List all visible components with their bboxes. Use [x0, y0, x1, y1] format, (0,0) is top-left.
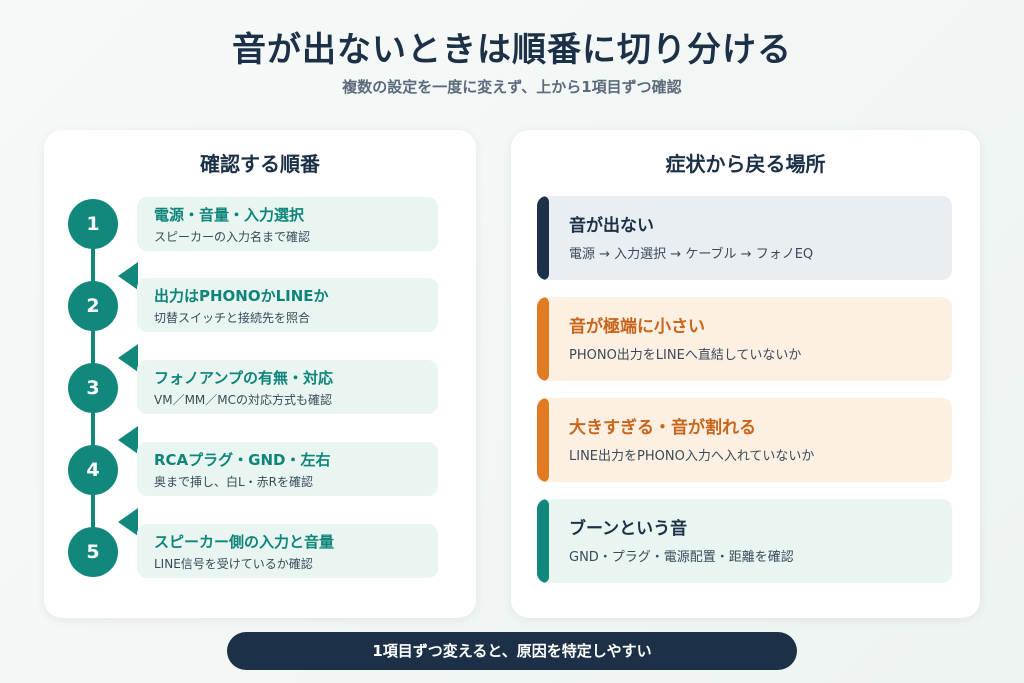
- step-number-1: 1: [68, 199, 118, 249]
- symptom-title: ブーンという音: [569, 519, 688, 539]
- step-connector: [91, 248, 95, 284]
- arrow-left-icon: [118, 508, 138, 536]
- symptom-accent-bar: [537, 196, 549, 280]
- step-card-1: 電源・音量・入力選択 スピーカーの入力名まで確認: [137, 197, 438, 251]
- step-card-2: 出力はPHONOかLINEか 切替スイッチと接続先を照合: [137, 278, 438, 332]
- symptom-accent-bar: [537, 297, 549, 381]
- page-subtitle: 複数の設定を一度に変えず、上から1項目ずつ確認: [342, 78, 682, 96]
- step-number-4: 4: [68, 445, 118, 495]
- arrow-left-icon: [118, 262, 138, 290]
- step-desc: VM／MM／MCの対応方式も確認: [154, 393, 333, 407]
- arrow-left-icon: [118, 426, 138, 454]
- step-connector: [91, 412, 95, 448]
- symptom-card-too-quiet: 音が極端に小さい PHONO出力をLINEへ直結していないか: [537, 297, 952, 381]
- step-desc: LINE信号を受けているか確認: [154, 557, 313, 571]
- symptom-card-hum: ブーンという音 GND・プラグ・電源配置・距離を確認: [537, 499, 952, 583]
- symptom-card-no-sound: 音が出ない 電源 → 入力選択 → ケーブル → フォノEQ: [537, 196, 952, 280]
- symptom-panel: 症状から戻る場所 音が出ない 電源 → 入力選択 → ケーブル → フォノEQ …: [511, 130, 980, 618]
- step-desc: スピーカーの入力名まで確認: [154, 230, 311, 244]
- check-order-heading: 確認する順番: [200, 152, 320, 176]
- step-title: RCAプラグ・GND・左右: [154, 451, 331, 469]
- page-title: 音が出ないときは順番に切り分ける: [232, 30, 792, 70]
- symptom-heading: 症状から戻る場所: [665, 152, 826, 176]
- symptom-route: LINE出力をPHONO入力へ入れていないか: [569, 449, 815, 464]
- footer-tip: 1項目ずつ変えると、原因を特定しやすい: [227, 632, 797, 670]
- symptom-accent-bar: [537, 398, 549, 482]
- symptom-accent-bar: [537, 499, 549, 583]
- step-number-3: 3: [68, 363, 118, 413]
- check-order-panel: 確認する順番 1 電源・音量・入力選択 スピーカーの入力名まで確認 2 出力はP…: [44, 130, 476, 618]
- step-desc: 切替スイッチと接続先を照合: [154, 311, 311, 325]
- symptom-title: 音が極端に小さい: [569, 317, 705, 337]
- arrow-left-icon: [118, 344, 138, 372]
- step-connector: [91, 494, 95, 530]
- symptom-card-distortion: 大きすぎる・音が割れる LINE出力をPHONO入力へ入れていないか: [537, 398, 952, 482]
- step-title: 電源・音量・入力選択: [154, 206, 305, 224]
- step-number-5: 5: [68, 527, 118, 577]
- step-title: フォノアンプの有無・対応: [154, 369, 333, 387]
- step-number-2: 2: [68, 281, 118, 331]
- step-connector: [91, 330, 95, 366]
- symptom-title: 音が出ない: [569, 216, 654, 236]
- symptom-route: GND・プラグ・電源配置・距離を確認: [569, 550, 794, 565]
- step-card-5: スピーカー側の入力と音量 LINE信号を受けているか確認: [137, 524, 438, 578]
- step-card-3: フォノアンプの有無・対応 VM／MM／MCの対応方式も確認: [137, 360, 438, 414]
- symptom-route: 電源 → 入力選択 → ケーブル → フォノEQ: [569, 247, 814, 262]
- step-title: スピーカー側の入力と音量: [154, 533, 335, 551]
- step-title: 出力はPHONOかLINEか: [154, 287, 329, 305]
- step-desc: 奥まで挿し、白L・赤Rを確認: [154, 475, 314, 489]
- step-card-4: RCAプラグ・GND・左右 奥まで挿し、白L・赤Rを確認: [137, 442, 438, 496]
- symptom-title: 大きすぎる・音が割れる: [569, 418, 756, 438]
- symptom-route: PHONO出力をLINEへ直結していないか: [569, 348, 802, 363]
